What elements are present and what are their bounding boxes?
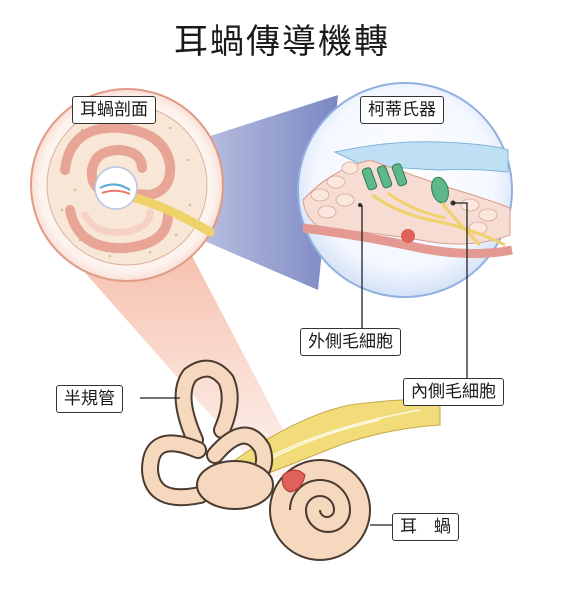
label-organ-of-corti: 柯蒂氏器 — [360, 96, 444, 124]
label-inner-hair-cell: 內側毛細胞 — [403, 378, 504, 406]
label-cochlea-section: 耳蝸剖面 — [72, 96, 156, 124]
outer-hair-cells — [361, 163, 408, 191]
page-title: 耳蝸傳導機轉 — [174, 22, 390, 62]
label-semicircular-canals: 半規管 — [56, 385, 123, 413]
label-outer-hair-cell: 外側毛細胞 — [300, 328, 401, 356]
zoom-cone-pink — [65, 250, 303, 480]
label-cochlea: 耳 蝸 — [392, 513, 459, 541]
organ-of-corti-circle — [297, 82, 513, 298]
cochlea-section-circle — [30, 88, 224, 282]
inner-ear — [140, 359, 441, 561]
